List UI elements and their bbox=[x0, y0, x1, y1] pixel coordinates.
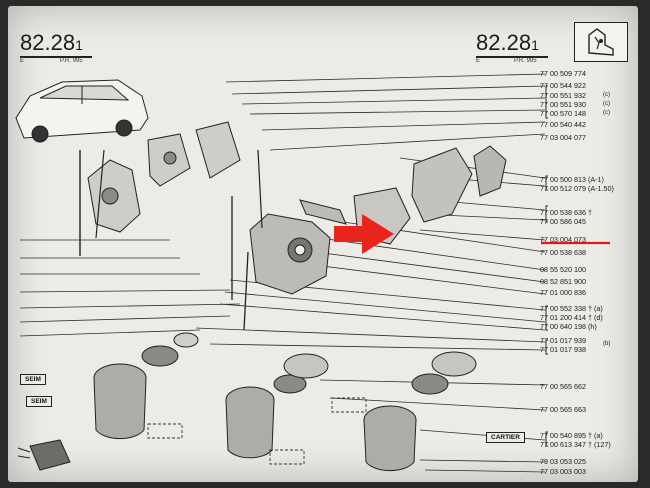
part-number: 77 00 551 932 bbox=[540, 91, 586, 100]
part-note: (c) bbox=[603, 101, 610, 107]
part-number: 77 03 003 003 bbox=[540, 467, 586, 476]
part-number: 77 00 540 442 bbox=[540, 120, 586, 129]
header-left-pr: P.R. 995 bbox=[60, 58, 83, 64]
part-number: 77 00 500 813 (A-1) bbox=[540, 175, 604, 184]
page-code-right-suffix: 1 bbox=[531, 37, 539, 53]
cartier-label: CARTIER bbox=[486, 432, 525, 443]
page-code-right: 82.281 bbox=[476, 30, 539, 56]
header-right-pr: P.R. 995 bbox=[514, 58, 537, 64]
header-right-e: E bbox=[476, 58, 481, 64]
part-number: 77 00 570 148 bbox=[540, 109, 586, 118]
part-number: 77 00 512 079 (A-1.50) bbox=[540, 184, 614, 193]
page-code-left-number: 82.28 bbox=[20, 30, 76, 55]
part-number: 77 01 017 939 bbox=[540, 336, 586, 345]
seim-label-bottom: SEIM bbox=[26, 396, 52, 407]
part-number: 77 00 552 338 † (a) bbox=[540, 304, 603, 313]
part-number: 77 01 200 414 † (d) bbox=[540, 313, 603, 322]
part-note: (c) bbox=[603, 92, 610, 98]
header-rule-left bbox=[20, 56, 92, 58]
part-number: 77 03 004 077 bbox=[540, 133, 586, 142]
part-number: 77 00 640 198 (h) bbox=[540, 322, 597, 331]
part-number: 77 00 586 045 bbox=[540, 217, 586, 226]
page-code-left-suffix: 1 bbox=[75, 37, 83, 53]
part-number: 79 03 053 025 bbox=[540, 457, 586, 466]
car-illustration bbox=[15, 79, 149, 143]
highlight-arrow bbox=[334, 214, 394, 254]
part-number: 77 00 565 663 bbox=[540, 405, 586, 414]
seim-label-top: SEIM bbox=[20, 374, 46, 385]
part-number: 77 00 538 636 † bbox=[540, 208, 592, 217]
part-number: 77 00 551 930 bbox=[540, 100, 586, 109]
header-left-e: E bbox=[20, 58, 25, 64]
part-number-highlighted: 77 03 004 073 bbox=[540, 235, 586, 244]
header-rule-right bbox=[476, 56, 548, 58]
part-number: 08 52 851 900 bbox=[540, 277, 586, 286]
page-code-right-number: 82.28 bbox=[476, 30, 532, 55]
lock-cylinders bbox=[17, 332, 477, 472]
part-number: 77 00 544 922 bbox=[540, 81, 586, 90]
part-number: 08 55 520 100 bbox=[540, 265, 586, 274]
part-number: 77 01 000 836 bbox=[540, 288, 586, 297]
part-note: (b) bbox=[603, 341, 611, 347]
part-number: 77 00 509 774 bbox=[540, 69, 586, 78]
part-number: 77 00 613 347 † (127) bbox=[540, 440, 611, 449]
door-lock-icon bbox=[574, 22, 628, 62]
part-number: 77 00 565 662 bbox=[540, 382, 586, 391]
page-code-left: 82.281 bbox=[20, 30, 83, 56]
part-note: (c) bbox=[603, 110, 610, 116]
part-number: 77 00 540 895 † (a) bbox=[540, 431, 603, 440]
part-number: 77 00 538 638 bbox=[540, 248, 586, 257]
part-number: 77 01 017 938 bbox=[540, 345, 586, 354]
